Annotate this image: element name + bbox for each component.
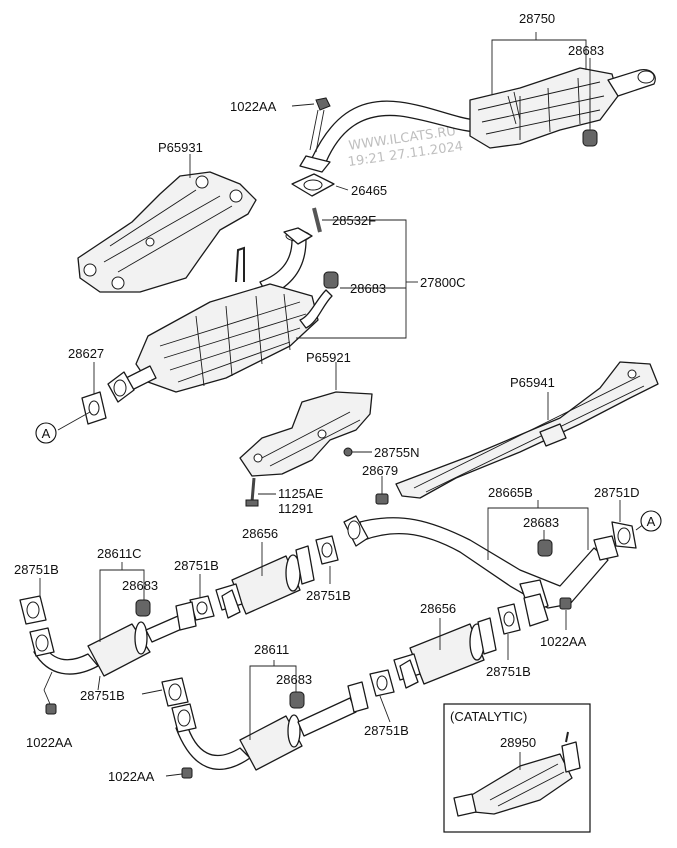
inset-title: (CATALYTIC) — [450, 709, 527, 724]
callout-P65921: P65921 — [306, 350, 351, 365]
callout-1022AA-top: 1022AA — [230, 99, 277, 114]
front-pipe-28611 — [171, 681, 369, 771]
center-muffler-27800C — [107, 227, 333, 403]
callout-P65931: P65931 — [158, 140, 203, 155]
hanger-rubber-28683-28665B — [537, 539, 553, 557]
callout-28751B-e: 28751B — [80, 688, 125, 703]
catalyst-28656-lower — [393, 617, 497, 689]
callout-28751B-c: 28751B — [306, 588, 351, 603]
gasket-28751B-mid-lower — [369, 669, 395, 697]
callout-28750: 28750 — [519, 11, 555, 26]
gasket-26465 — [291, 173, 335, 197]
callout-28611C: 28611C — [97, 546, 142, 561]
heat-shield-P65941 — [395, 361, 659, 499]
callout-28683-top: 28683 — [568, 43, 604, 58]
callout-1125AE: 1125AE — [278, 486, 324, 501]
nut-1022AA-left — [45, 703, 57, 715]
callout-1022AA-bottom: 1022AA — [108, 769, 155, 784]
ref-marker-a-left: A — [35, 422, 57, 444]
nut-28679 — [375, 493, 389, 505]
ref-marker-a-right-text: A — [647, 514, 656, 529]
ref-marker-a-left-text: A — [42, 426, 51, 441]
gasket-28751B-far-left — [19, 595, 47, 625]
callout-28665B: 28665B — [488, 485, 533, 500]
nut-1022AA-top — [309, 97, 331, 153]
stud-28532F — [312, 207, 322, 233]
callout-28683-28611C: 28683 — [122, 578, 158, 593]
hanger-rubber-28683-28611 — [289, 691, 305, 709]
callout-28679: 28679 — [362, 463, 398, 478]
watermark: WWW.ILCATS.RU 19:21 27.11.2024 — [347, 124, 464, 170]
callout-28751B-f: 28751B — [364, 723, 409, 738]
catalytic-inset — [443, 703, 591, 833]
gasket-28751B-upper-right — [315, 535, 339, 565]
callout-27800C: 27800C — [420, 275, 466, 290]
gasket-28627 — [81, 391, 107, 425]
callout-28627: 28627 — [68, 346, 104, 361]
leader-lines — [39, 32, 645, 777]
center-pipe-28665B — [343, 515, 619, 627]
heat-shield-P65931 — [77, 171, 257, 293]
callout-28683-28611: 28683 — [276, 672, 312, 687]
catalytic-converter-28950 — [453, 731, 581, 817]
rear-muffler-28750 — [299, 67, 656, 173]
nut-28755N — [343, 447, 353, 457]
front-pipe-28611C — [29, 601, 197, 677]
callout-28683-28665B: 28683 — [523, 515, 559, 530]
gasket-28751D — [611, 521, 637, 549]
callout-28611: 28611 — [254, 642, 289, 657]
nut-1022AA-bottom — [181, 767, 193, 779]
callout-28751B-a: 28751B — [174, 558, 219, 573]
callout-28532F: 28532F — [332, 213, 376, 228]
callout-28950: 28950 — [500, 735, 536, 750]
callout-P65941: P65941 — [510, 375, 555, 390]
catalyst-28656-upper — [215, 545, 315, 619]
hanger-rubber-28683-28611C — [135, 599, 151, 617]
gasket-28751B-28611-left — [161, 677, 189, 707]
nut-1022AA-right — [559, 597, 572, 610]
callout-labels: 28750 28683 1022AA P65931 26465 28532F 2… — [14, 11, 640, 784]
callout-28751D: 28751D — [594, 485, 640, 500]
gasket-28751B-lower-right — [497, 603, 521, 635]
callout-28656-lower: 28656 — [420, 601, 456, 616]
callout-28751B-b: 28751B — [14, 562, 59, 577]
callout-1022AA-left: 1022AA — [26, 735, 73, 750]
callout-1022AA-right: 1022AA — [540, 634, 587, 649]
callout-28751B-d: 28751B — [486, 664, 531, 679]
ref-marker-a-right: A — [640, 510, 662, 532]
callout-28683-mid: 28683 — [350, 281, 386, 296]
callout-26465: 26465 — [351, 183, 387, 198]
bolt-1125AE — [245, 477, 259, 507]
hanger-rubber-28683-mid — [323, 271, 339, 289]
heat-shield-P65921 — [239, 391, 373, 477]
callout-28755N: 28755N — [374, 445, 420, 460]
callout-28656-upper: 28656 — [242, 526, 278, 541]
callout-11291: 11291 — [278, 501, 313, 516]
